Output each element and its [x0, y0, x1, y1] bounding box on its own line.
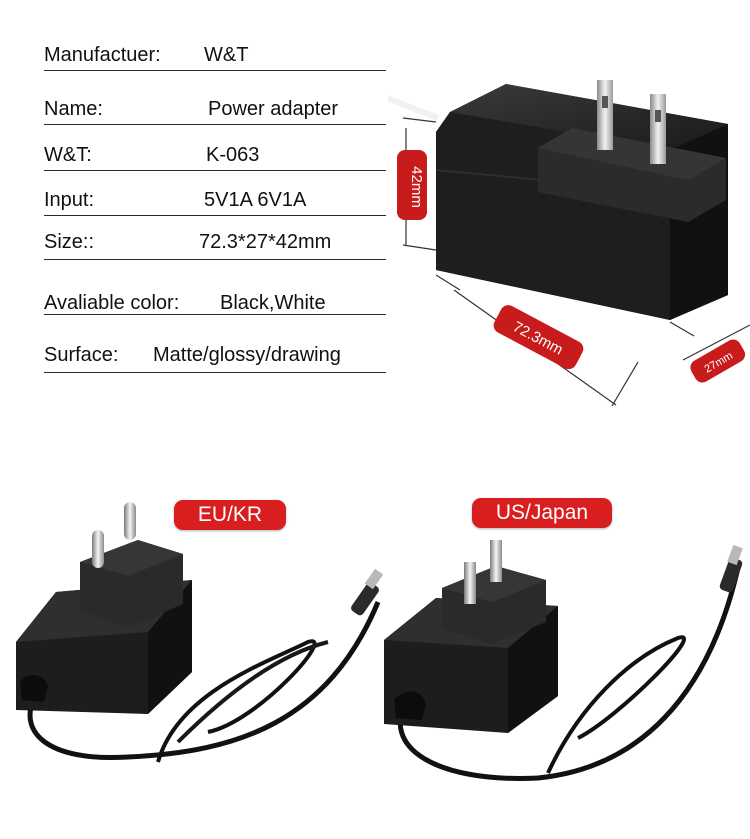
spec-row-color: Avaliable color: Black,White: [44, 291, 384, 317]
spec-label: Manufactuer:: [44, 44, 161, 66]
spec-row-input: Input: 5V1A 6V1A: [44, 188, 384, 214]
spec-label: W&T:: [44, 144, 92, 166]
spec-label: Size::: [44, 231, 95, 253]
eu-adapter-image: [16, 502, 384, 763]
length-dimension-tag: 72.3mm: [493, 305, 584, 370]
spec-value: 5V1A 6V1A: [204, 189, 307, 211]
spec-divider: [44, 372, 386, 373]
spec-divider: [44, 259, 386, 260]
spec-row-manufacturer: Manufactuer: W&T: [44, 43, 384, 69]
spec-divider: [44, 70, 386, 71]
spec-label: Surface:: [44, 344, 119, 366]
plug-prong-icon: [597, 80, 666, 164]
height-dimension-label: 42mm: [408, 166, 425, 208]
plug-plate: [538, 128, 726, 222]
spec-label: Input:: [44, 189, 95, 211]
spec-row-size: Size:: 72.3*27*42mm: [44, 230, 384, 256]
spec-label: Name:: [44, 98, 103, 120]
spec-value: Matte/glossy/drawing: [153, 344, 341, 366]
height-dimension-tag: 42mm: [397, 150, 427, 220]
width-dimension-tag: 27mm: [690, 339, 746, 383]
spec-row-surface: Surface: Matte/glossy/drawing: [44, 343, 384, 369]
spec-value: Black,White: [220, 292, 326, 314]
spec-divider: [44, 124, 386, 125]
cable-streak: [388, 95, 440, 121]
spec-row-model: W&T: K-063: [44, 143, 384, 169]
spec-value: Power adapter: [208, 98, 339, 120]
spec-divider: [44, 314, 386, 315]
eu-kr-badge: EU/KR: [174, 500, 286, 530]
spec-value: W&T: [204, 44, 249, 66]
spec-value: K-063: [206, 144, 260, 166]
spec-row-name: Name: Power adapter: [44, 97, 384, 123]
spec-label: Avaliable color:: [44, 292, 180, 314]
spec-value: 72.3*27*42mm: [199, 231, 332, 253]
spec-divider: [44, 170, 386, 171]
adapter-dimension-diagram: 42mm 72.3mm 27mm: [388, 80, 750, 407]
spec-divider: [44, 215, 386, 216]
us-japan-badge: US/Japan: [472, 498, 612, 528]
us-adapter-image: [384, 540, 743, 781]
